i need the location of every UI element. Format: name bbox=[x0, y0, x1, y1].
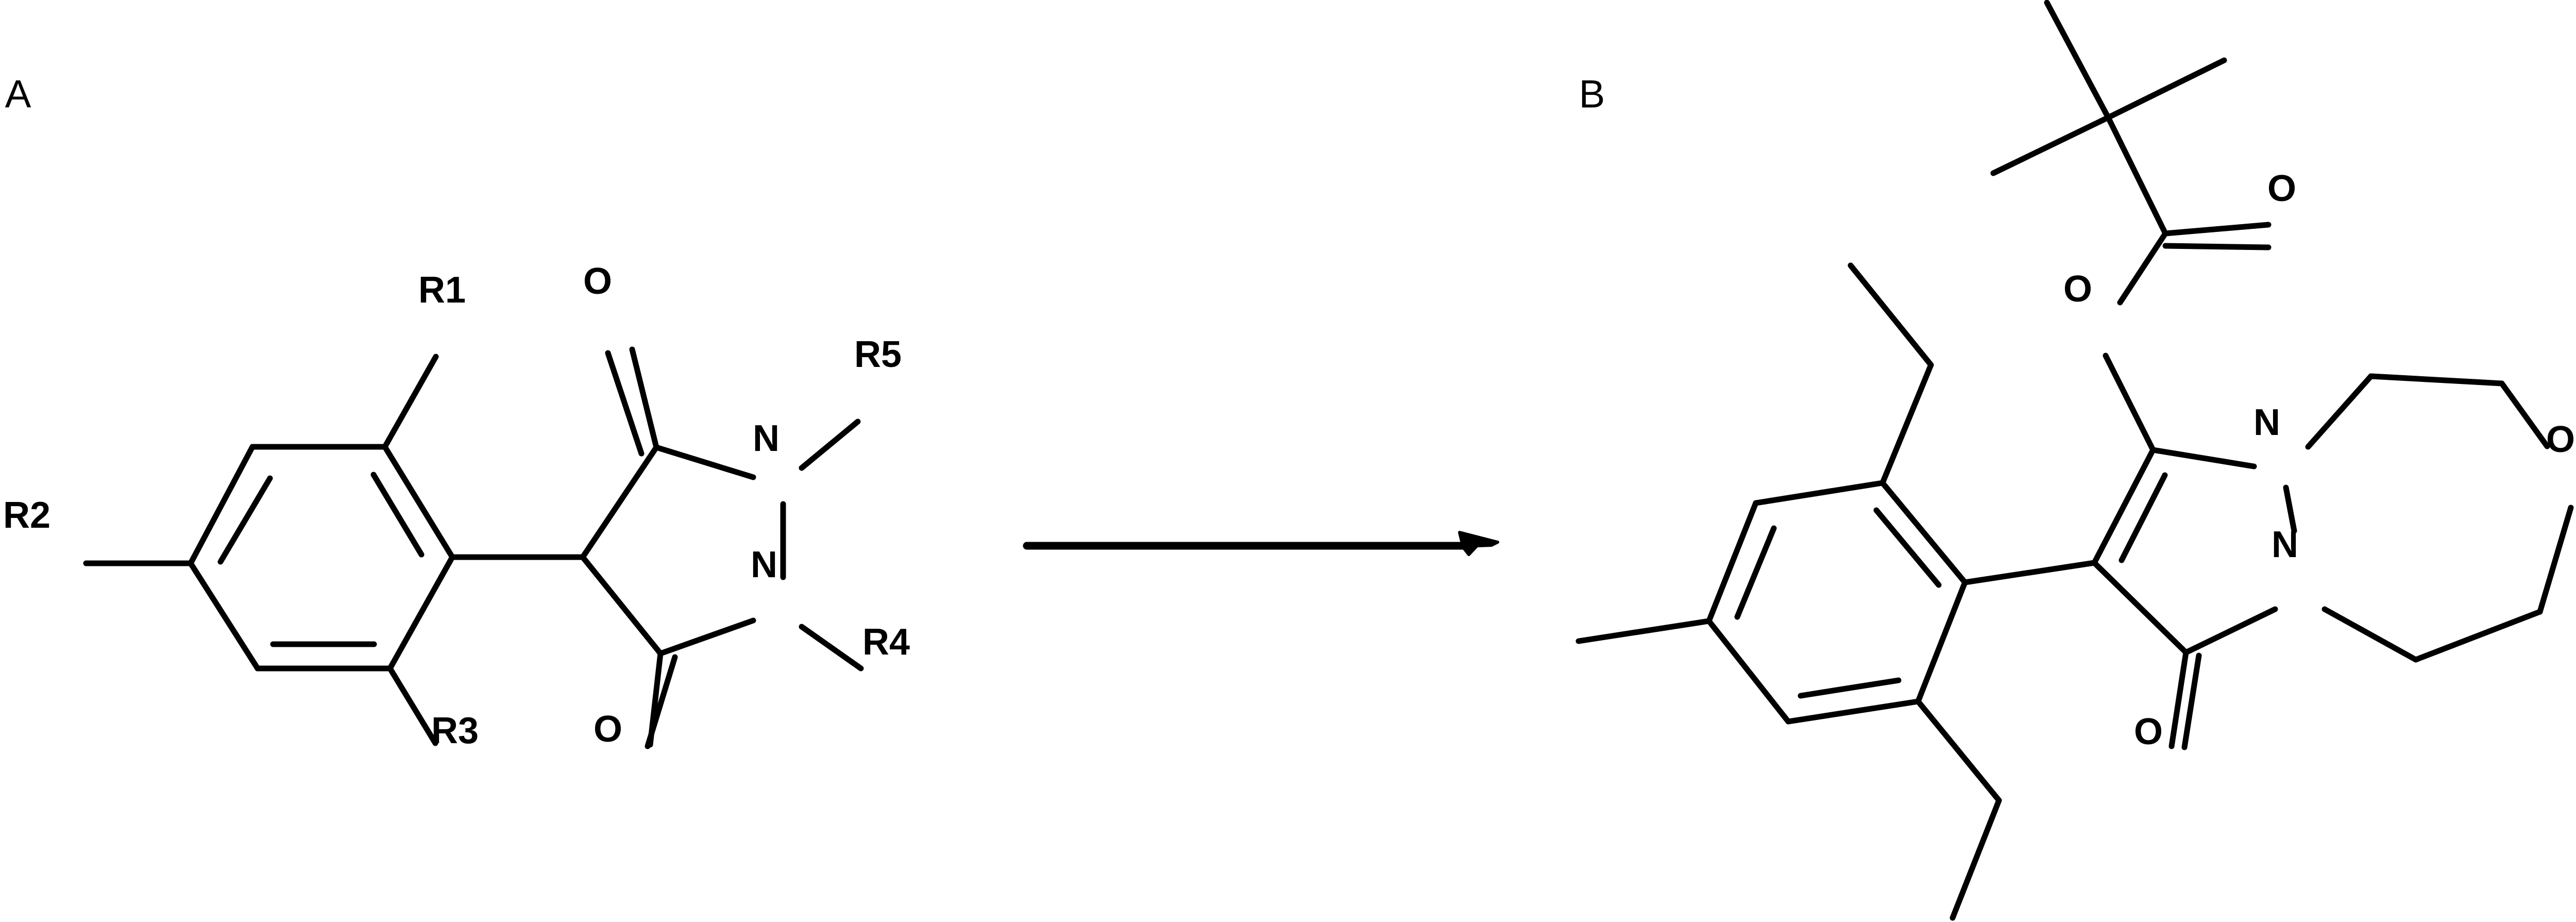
bond bbox=[2305, 373, 2374, 450]
bond bbox=[387, 554, 455, 672]
bond bbox=[1962, 560, 2097, 585]
carbonyl-bond bbox=[629, 346, 659, 450]
aromatic-inner-bond bbox=[217, 475, 273, 565]
label-nitrogen: N bbox=[753, 418, 779, 459]
bond bbox=[2321, 606, 2419, 663]
carbonyl-bond bbox=[2168, 649, 2189, 749]
bond-r1 bbox=[382, 354, 439, 450]
label-nitrogen: N bbox=[2253, 402, 2280, 443]
label-r3: R3 bbox=[431, 710, 479, 751]
bond bbox=[2117, 230, 2168, 306]
reaction-arrow bbox=[1023, 531, 1499, 556]
label-nitrogen: N bbox=[751, 544, 777, 585]
carbonyl-bond bbox=[2162, 222, 2272, 237]
bond bbox=[2499, 380, 2550, 449]
carbonyl-bond bbox=[645, 654, 678, 749]
label-r2: R2 bbox=[3, 495, 50, 536]
carbonyl-bond bbox=[605, 350, 645, 457]
bond bbox=[1706, 618, 1791, 725]
bond bbox=[1879, 480, 1968, 585]
bond bbox=[188, 560, 261, 672]
bond bbox=[382, 444, 455, 560]
bond bbox=[1785, 698, 1921, 725]
bond bbox=[653, 444, 756, 480]
label-oxygen: O bbox=[2063, 269, 2092, 310]
bond bbox=[580, 554, 664, 657]
bond-n-n bbox=[2283, 484, 2297, 534]
bond bbox=[1706, 500, 1759, 624]
bond bbox=[1915, 698, 2002, 803]
bond bbox=[2105, 57, 2227, 121]
carbonyl-bond bbox=[2162, 243, 2272, 250]
panel-label-b: B bbox=[1579, 73, 1605, 116]
carbonyl-bond bbox=[2181, 652, 2202, 750]
arrow-head bbox=[1458, 531, 1499, 556]
structure-a: A R1 R2 R3 R4 R5 bbox=[3, 73, 910, 752]
label-oxygen: O bbox=[583, 261, 612, 302]
bond bbox=[2537, 505, 2574, 615]
bond bbox=[2368, 373, 2505, 387]
bond bbox=[1915, 579, 1968, 705]
bond bbox=[2091, 560, 2189, 656]
bond bbox=[1575, 618, 1712, 644]
ring-double-bond-inner bbox=[2119, 472, 2168, 563]
label-r4: R4 bbox=[862, 622, 910, 663]
label-r1: R1 bbox=[418, 270, 466, 311]
aromatic-inner-bond bbox=[1798, 677, 1902, 699]
bond-r5 bbox=[799, 418, 861, 471]
bond bbox=[2150, 447, 2257, 470]
panel-label-a: A bbox=[5, 73, 31, 116]
bond bbox=[1879, 362, 1934, 486]
bond bbox=[188, 444, 256, 566]
bond bbox=[2103, 353, 2156, 453]
label-r5: R5 bbox=[854, 334, 902, 375]
label-oxygen: O bbox=[2134, 711, 2163, 752]
label-nitrogen: N bbox=[2272, 524, 2298, 565]
aromatic-inner-bond bbox=[1873, 507, 1942, 588]
aromatic-inner-bond bbox=[370, 472, 425, 558]
label-oxygen: O bbox=[2267, 168, 2296, 209]
structure-b: B bbox=[1575, 0, 2575, 921]
bond bbox=[1848, 262, 1934, 368]
bond bbox=[580, 444, 659, 560]
bond bbox=[1950, 797, 2002, 921]
bond bbox=[2044, 0, 2111, 121]
label-oxygen: O bbox=[594, 709, 622, 750]
bond-r3 bbox=[387, 665, 438, 746]
aromatic-inner-bond bbox=[1734, 525, 1777, 620]
bond bbox=[657, 617, 756, 657]
bond bbox=[1753, 480, 1886, 506]
bond-r4 bbox=[799, 624, 864, 672]
bond bbox=[2105, 114, 2168, 237]
bond bbox=[2183, 606, 2278, 656]
bond bbox=[2413, 609, 2543, 663]
bond bbox=[2091, 447, 2156, 566]
bond bbox=[1990, 114, 2111, 176]
label-oxygen: O bbox=[2546, 419, 2575, 460]
